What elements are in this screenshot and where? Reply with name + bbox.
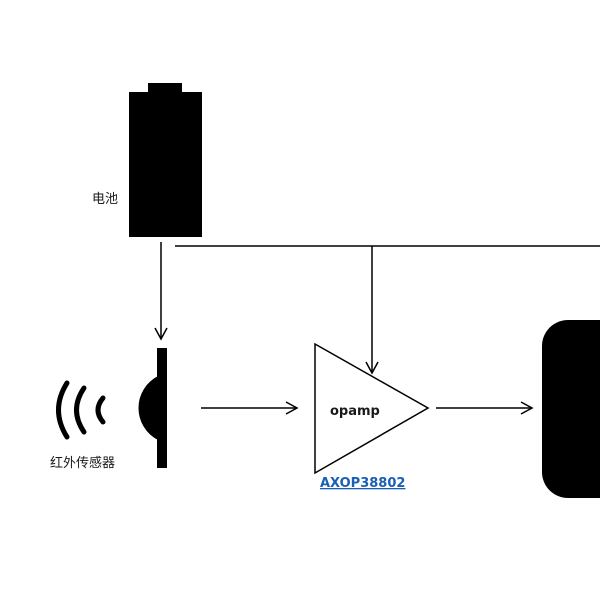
- sensor-plate: [157, 348, 167, 468]
- amplifier-label: opamp: [330, 404, 380, 419]
- amplifier-part-link[interactable]: AXOP38802: [320, 476, 405, 491]
- sensor-dome: [138, 376, 158, 440]
- signal-wave-large: [56, 380, 70, 440]
- battery-body: [129, 92, 202, 237]
- signal-wave-small: [95, 395, 106, 425]
- sensor-label: 红外传感器: [50, 455, 115, 471]
- battery-terminal: [148, 83, 182, 93]
- battery: [129, 83, 202, 237]
- amplifier-triangle: [314, 342, 430, 475]
- output-block: [542, 320, 600, 498]
- signal-wave-medium: [74, 385, 87, 435]
- battery-label: 电池: [92, 192, 118, 207]
- battery-to-sensor-arrow: [154, 242, 168, 341]
- rail-to-amplifier-arrow: [365, 246, 379, 375]
- sensor-to-amplifier-arrow: [201, 401, 299, 415]
- amplifier-to-output-arrow: [436, 401, 534, 415]
- infrared-sensor-icon: [56, 348, 167, 468]
